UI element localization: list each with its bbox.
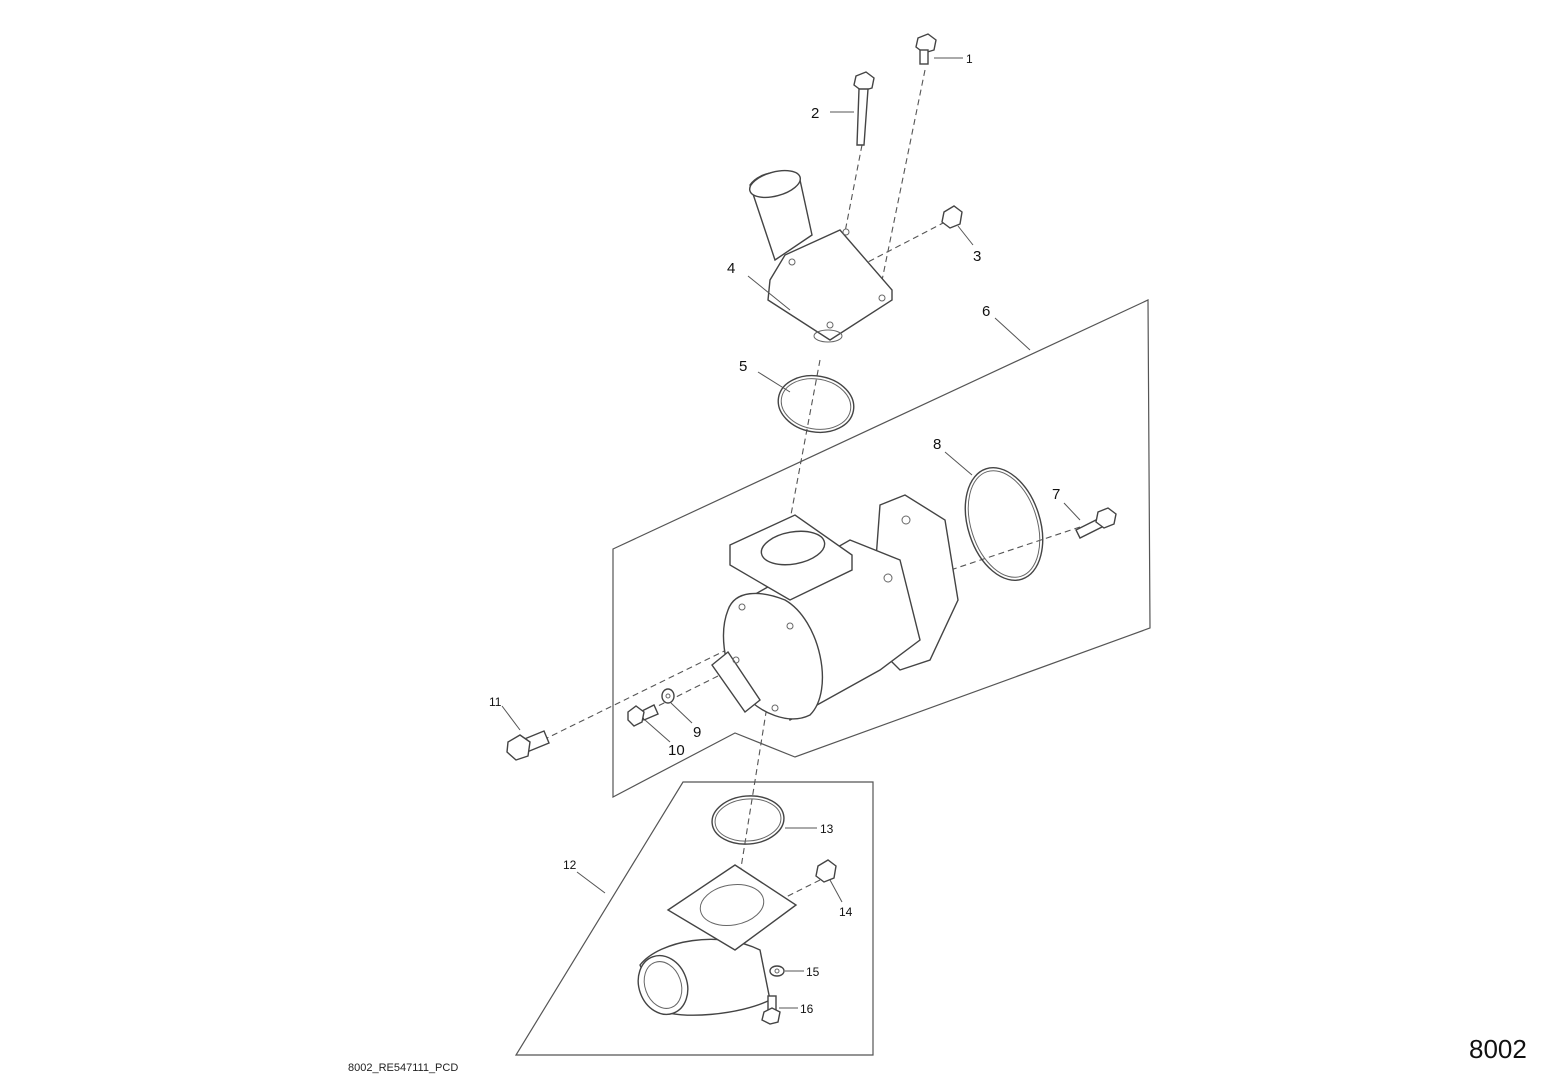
- figure-code: 8002_RE547111_PCD: [348, 1062, 459, 1074]
- bolt-part-10: [627, 704, 659, 727]
- leader-lines: [501, 57, 1081, 1009]
- plug-part-3: [941, 205, 963, 229]
- callout-13: 13: [820, 822, 834, 836]
- callout-12: 12: [563, 858, 577, 872]
- o-ring-part-13: [711, 795, 785, 845]
- bolt-part-2: [853, 71, 875, 146]
- callout-1: 1: [966, 52, 973, 66]
- washer-part-15: [769, 965, 785, 977]
- callout-14: 14: [839, 905, 853, 919]
- callout-3: 3: [973, 248, 981, 265]
- plug-part-14: [815, 859, 837, 883]
- callout-8: 8: [933, 436, 941, 453]
- callout-10: 10: [668, 742, 685, 759]
- group-panel-12: [514, 781, 874, 1056]
- bolt-part-7: [1075, 507, 1117, 539]
- callout-9: 9: [693, 724, 701, 741]
- assembly-lines: [542, 69, 1081, 906]
- callout-4: 4: [727, 260, 735, 277]
- o-ring-part-8: [964, 467, 1044, 581]
- callout-7: 7: [1052, 486, 1060, 503]
- water-pump-part-6: [711, 494, 959, 722]
- outlet-elbow-part-4: [748, 169, 893, 343]
- bolt-part-16: [761, 995, 781, 1025]
- callout-15: 15: [806, 965, 820, 979]
- callout-2: 2: [811, 105, 819, 122]
- callout-16: 16: [800, 1002, 814, 1016]
- washer-part-9: [661, 688, 675, 704]
- o-ring-part-5: [777, 374, 855, 434]
- bolt-part-11: [506, 730, 550, 761]
- callout-6: 6: [982, 303, 990, 320]
- page-code: 8002: [1469, 1034, 1527, 1064]
- bolt-part-1: [915, 33, 937, 65]
- callout-5: 5: [739, 358, 747, 375]
- callout-11: 11: [489, 695, 502, 709]
- inlet-elbow-part-12: [637, 864, 798, 1016]
- group-panel-6: [612, 299, 1151, 798]
